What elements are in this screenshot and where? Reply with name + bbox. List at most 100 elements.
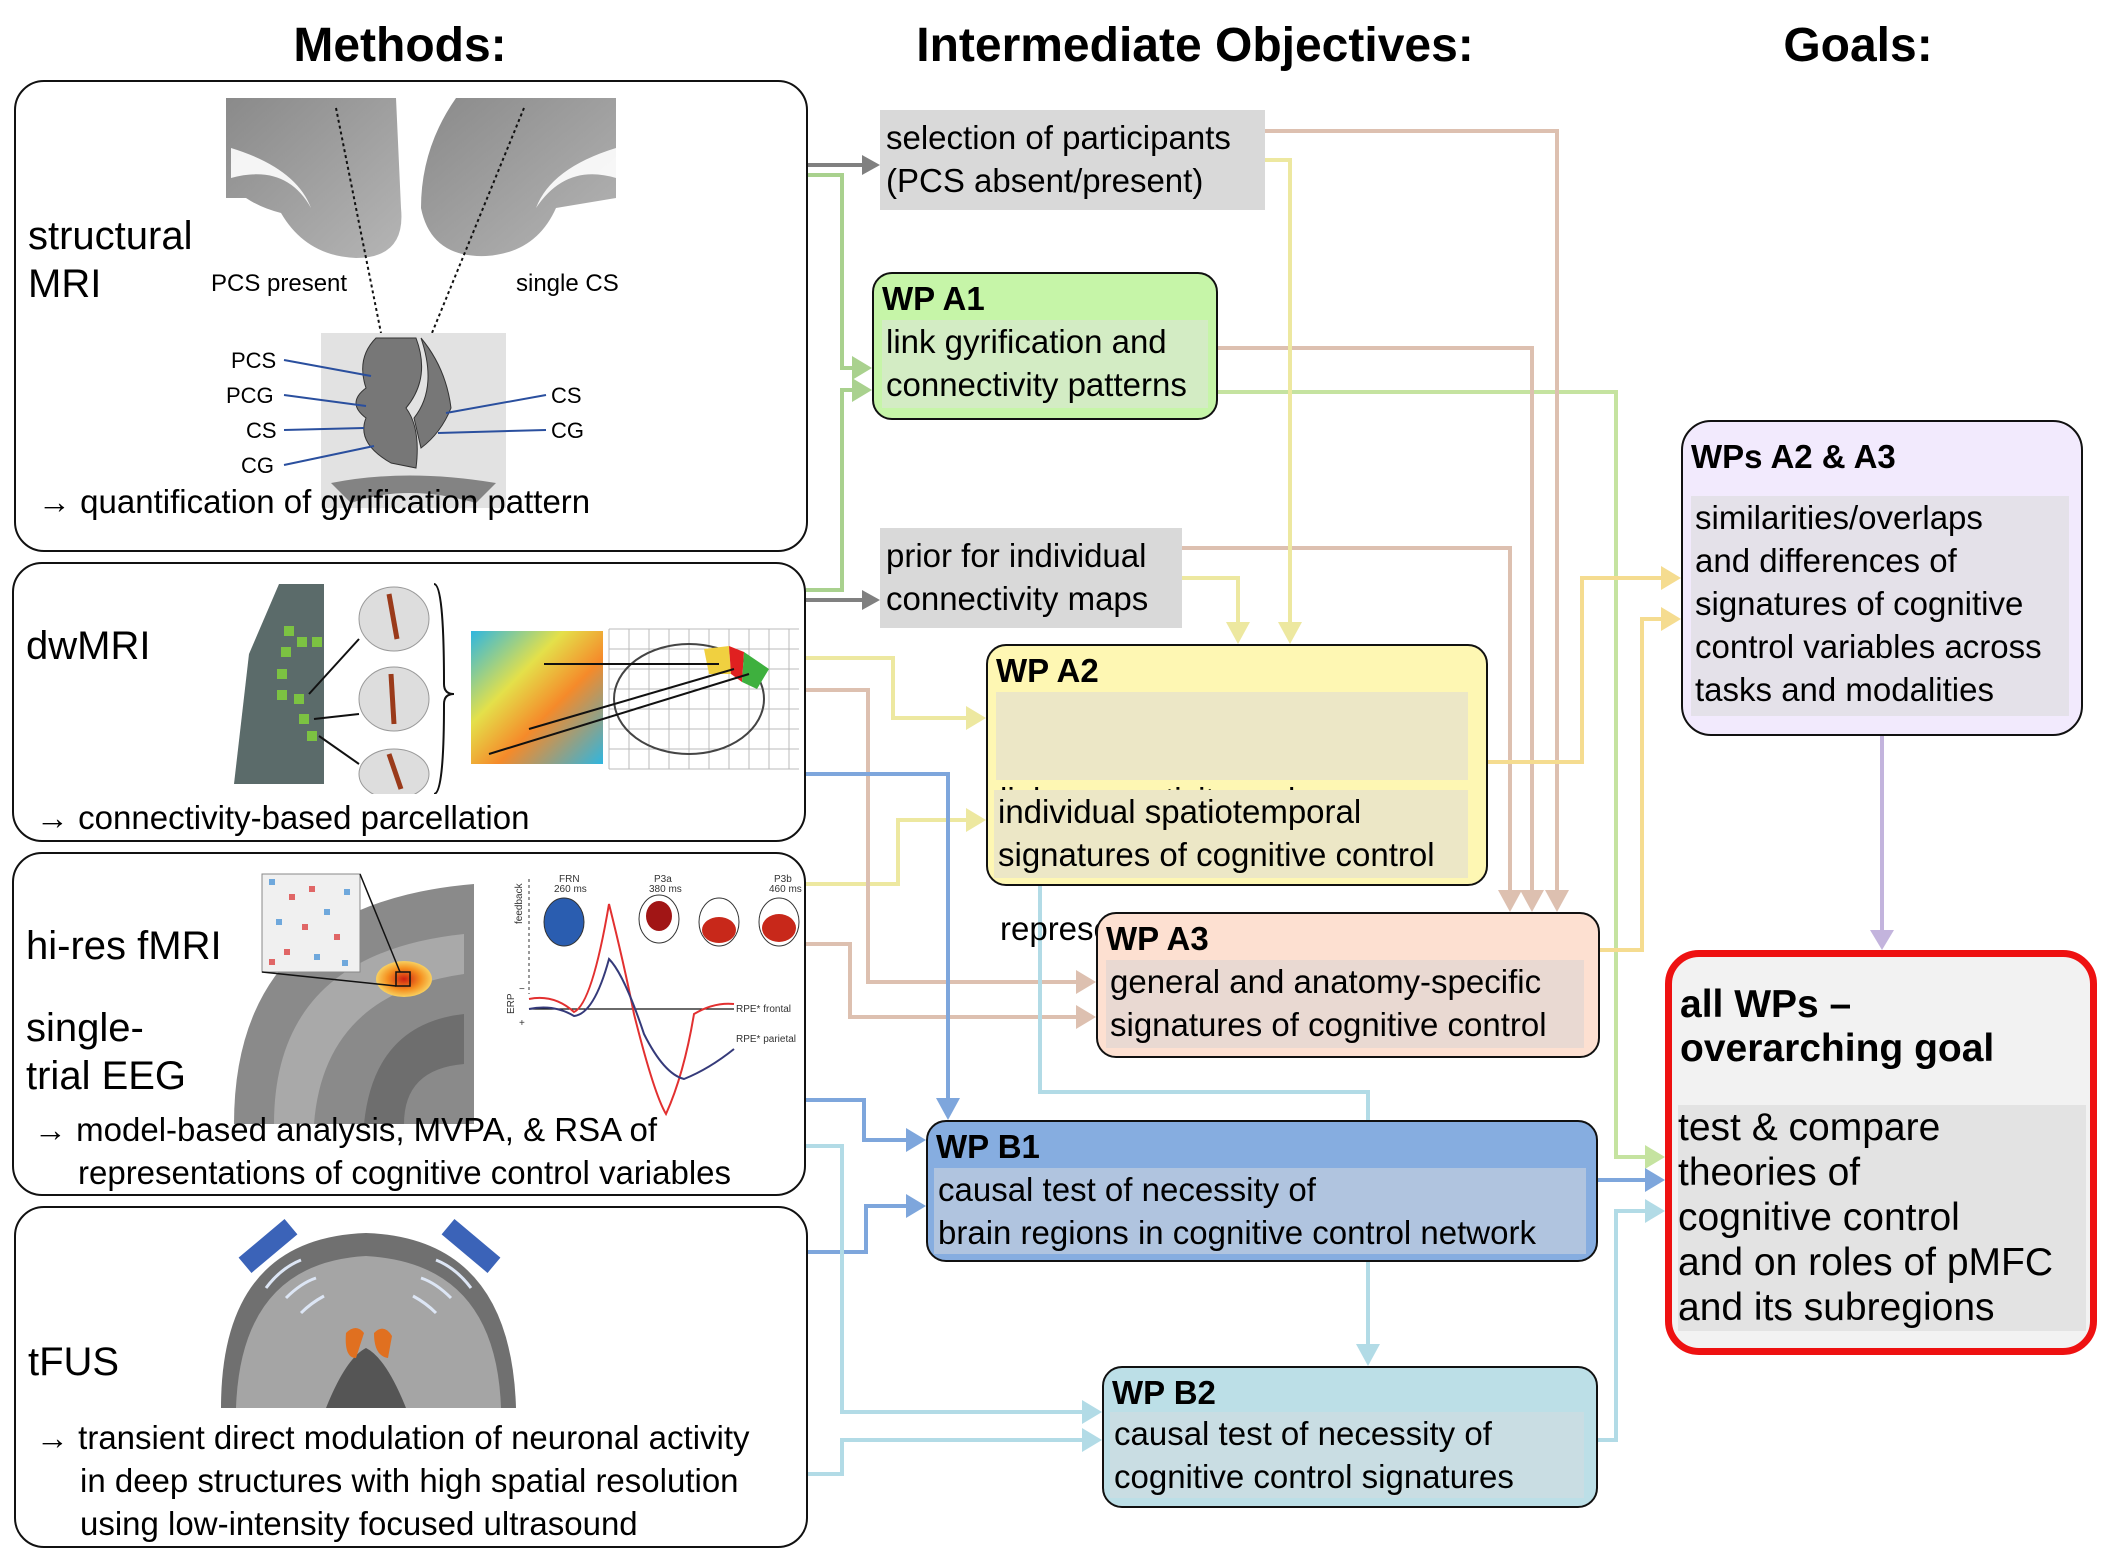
- arrow-prior-to-wpa2: [1182, 576, 1240, 622]
- arrow-wpa2-line: [1038, 886, 1370, 1120]
- p3b-time: 460 ms: [769, 884, 802, 895]
- topo-p3b-a: [702, 917, 736, 943]
- goal-a2a3-title: WPs A2 & A3: [1691, 438, 1896, 475]
- wp-a3-text: general and anatomy-specific signatures …: [1106, 960, 1584, 1048]
- text-line: connectivity patterns: [886, 366, 1187, 403]
- wp-a2-title: WP A2: [996, 652, 1099, 689]
- activation-blob: [376, 961, 432, 997]
- erp-axis-label: ERP: [506, 993, 517, 1014]
- transducer-left: [238, 1219, 298, 1273]
- wp-a1-title: WP A1: [882, 280, 985, 317]
- arrow-fmri-to-wpb1: [806, 1098, 906, 1142]
- topo-frn: [543, 897, 585, 947]
- method-description: → model-based analysis, MVPA, & RSA of r…: [34, 1108, 731, 1194]
- method-label-fmri: hi-res fMRI: [26, 924, 222, 968]
- desc-line: representations of cognitive control var…: [78, 1154, 732, 1191]
- text-line: link gyrification and: [886, 323, 1167, 360]
- annot-pcg: PCG: [226, 383, 274, 408]
- arrow-wpa3-to-goal-a2a3: [1600, 617, 1661, 952]
- goal-overarching-box: all WPs – overarching goal test & compar…: [1665, 950, 2097, 1355]
- text-line: test & compare: [1678, 1106, 1941, 1149]
- arrow-dwmri-to-wpb1: [806, 772, 950, 1098]
- arrow-dwmri-to-wpa1: [806, 388, 852, 592]
- text-line: connectivity maps: [886, 580, 1149, 617]
- method-tfus: tFUS → transient direct modulation of ne…: [14, 1206, 808, 1548]
- annot-pcs: PCS: [231, 348, 276, 373]
- wp-b2-box: WP B2 causal test of necessity of cognit…: [1102, 1366, 1598, 1508]
- text-line: (PCS absent/present): [886, 162, 1204, 199]
- arrow-dwmri-to-wpa2: [806, 656, 966, 720]
- tfus-brain-image: [221, 1219, 516, 1408]
- arrow-wpa2-to-goal-a2a3: [1488, 576, 1661, 764]
- text-line: general and anatomy-specific: [1110, 963, 1542, 1000]
- arrow-fmri-to-wpa2: [806, 818, 966, 886]
- arrow-fmri-to-wpb2: [806, 1144, 1082, 1414]
- hemisphere-left: [226, 98, 402, 258]
- objective-prior-connectivity: prior for individual connectivity maps: [880, 528, 1182, 628]
- arrow-dwmri-to-wpa3: [806, 688, 1076, 984]
- method-label: dwMRI: [26, 624, 151, 668]
- rpe-frontal-line: [528, 903, 735, 1117]
- text-line: and on roles of pMFC: [1678, 1241, 2054, 1284]
- arrow-selection-to-wpa3: [1265, 129, 1559, 890]
- text-line: individual spatiotemporal: [998, 793, 1362, 830]
- label-line: MRI: [28, 262, 102, 306]
- arrow-wpa1-to-goal: [1218, 390, 1645, 1159]
- method-fmri-eeg: hi-res fMRI single- trial EEG feedback F…: [12, 852, 806, 1196]
- goal-a2a3-text: similarities/overlaps and differences of…: [1691, 496, 2069, 716]
- wp-b1-title: WP B1: [936, 1128, 1040, 1165]
- desc-line: → transient direct modulation of neurona…: [36, 1419, 750, 1456]
- frn-label: FRN: [559, 874, 580, 885]
- dwi-slice: [234, 584, 324, 784]
- text-line: causal test of necessity of: [1114, 1415, 1492, 1452]
- wp-b1-text: causal test of necessity of brain region…: [934, 1168, 1586, 1254]
- arrow-selection-to-wpa2: [1265, 158, 1292, 622]
- feedback-label: feedback: [514, 882, 525, 924]
- annot-cg-right: CG: [551, 418, 584, 443]
- wp-b1-box: WP B1 causal test of necessity of brain …: [926, 1120, 1598, 1262]
- topo-p3b-b: [762, 914, 796, 942]
- arrow-smri-to-wpa1: [808, 173, 852, 370]
- fmri-eeg-image: feedback FRN 260 ms P3a 380 ms P3b 460 m…: [234, 873, 802, 1124]
- transducer-right: [441, 1219, 501, 1273]
- wp-a2-box: WP A2 link connectivity and representati…: [986, 644, 1488, 947]
- goal-wps-a2-a3-box: WPs A2 & A3 similarities/overlaps and di…: [1681, 420, 2083, 736]
- wp-b2-title: WP B2: [1112, 1374, 1216, 1411]
- gyrification-brain-image: PCS present single CS PCS PCG CS CG CS C…: [211, 98, 619, 508]
- p3b-label: P3b: [774, 874, 792, 885]
- erp-plus: +: [519, 1018, 525, 1029]
- objectives-header: Intermediate Objectives:: [916, 19, 1474, 72]
- p3a-label: P3a: [654, 874, 672, 885]
- text-line: tasks and modalities: [1695, 671, 1994, 708]
- label-line: structural: [28, 214, 193, 258]
- text-line: control variables across: [1695, 628, 2042, 665]
- title-line: overarching goal: [1680, 1027, 1995, 1070]
- desc-line: using low-intensity focused ultrasound: [80, 1505, 638, 1542]
- method-label: structural MRI: [28, 212, 193, 308]
- wp-b2-text: causal test of necessity of cognitive co…: [1110, 1412, 1584, 1498]
- text-line: and differences of: [1695, 542, 1957, 579]
- label-line: single-: [26, 1006, 144, 1050]
- arrow-fmri-to-wpa3: [806, 942, 1076, 1019]
- goals-header: Goals:: [1783, 19, 1933, 72]
- method-dwmri: dwMRI: [12, 562, 806, 842]
- annot-cs-left: CS: [246, 418, 277, 443]
- wp-a2-text-1: link connectivity and representational p…: [996, 692, 1468, 947]
- wp-a2-text-2: individual spatiotemporal signatures of …: [994, 790, 1468, 878]
- frn-time: 260 ms: [554, 884, 587, 895]
- goal-overarching-title: all WPs – overarching goal: [1680, 983, 1994, 1071]
- p3a-time: 380 ms: [649, 884, 682, 895]
- text-line: and its subregions: [1678, 1286, 1995, 1329]
- method-label: tFUS: [28, 1340, 120, 1384]
- text-line: causal test of necessity of: [938, 1171, 1316, 1208]
- method-description: → transient direct modulation of neurona…: [36, 1416, 750, 1545]
- legend-rpe-parietal: RPE* parietal: [736, 1034, 796, 1045]
- arrow-tfus-to-wpb2: [808, 1438, 1082, 1476]
- text-line: cognitive control signatures: [1114, 1458, 1514, 1495]
- connectivity-matrix: [471, 631, 603, 764]
- pcs-present-label: PCS present: [211, 270, 347, 297]
- topo-p3a: [646, 901, 672, 931]
- hemisphere-right: [421, 98, 616, 257]
- text-line: cognitive control: [1678, 1196, 1960, 1239]
